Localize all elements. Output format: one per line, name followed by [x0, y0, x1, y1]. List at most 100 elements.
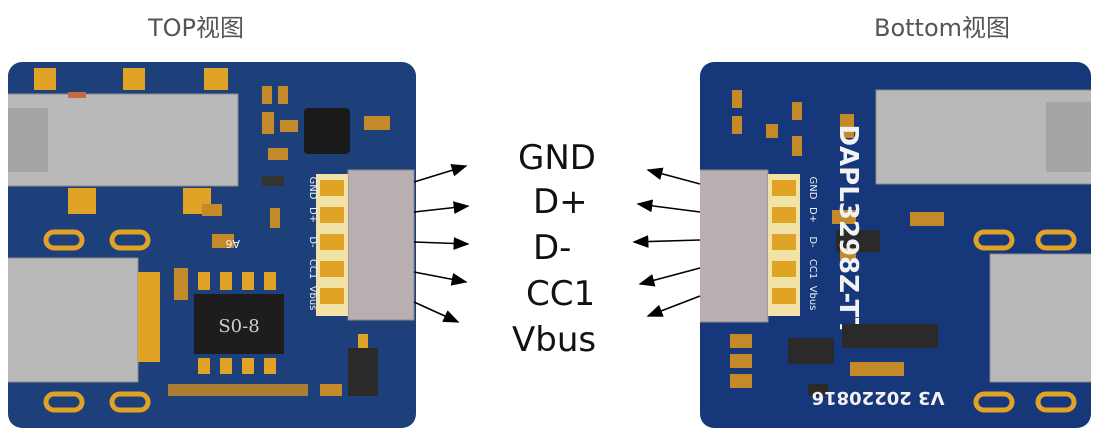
sot-part	[788, 338, 834, 364]
oval-pad	[1035, 229, 1077, 251]
arrow-cc1-left	[413, 271, 468, 286]
pin-dminus	[320, 234, 344, 250]
pin-label-dminus: D-	[533, 228, 572, 268]
pin-label-vbus: Vbus	[512, 320, 597, 360]
smd-part	[202, 204, 222, 216]
arrow-gnd-right	[646, 167, 701, 185]
pad	[123, 68, 145, 90]
smd-part	[808, 384, 828, 396]
top-view-board: GND D+ D- CC1 Vbus A6 S0-8	[8, 62, 416, 428]
arrow-dminus-right	[632, 235, 701, 248]
pin-dplus	[320, 207, 344, 223]
pin-vbus	[772, 288, 796, 304]
pad	[34, 68, 56, 90]
smd-part	[730, 354, 752, 368]
silk-pin-label: D-	[807, 236, 818, 248]
connector-shell	[1046, 102, 1091, 172]
pin-label-cc1: CC1	[526, 274, 596, 314]
pin-gnd	[772, 180, 796, 196]
so8-chip	[194, 294, 284, 354]
oval-pad	[973, 229, 1015, 251]
arrow-dminus-left	[413, 237, 470, 250]
connector-tab	[68, 92, 86, 98]
silk-label: A6	[225, 237, 240, 250]
pin-dminus	[772, 234, 796, 250]
top-view-title: TOP视图	[148, 14, 245, 42]
smd-part	[278, 86, 288, 104]
smd-part	[262, 176, 284, 186]
pin-dplus	[772, 207, 796, 223]
smd-part	[792, 102, 802, 120]
smd-part	[320, 384, 342, 396]
pin-label-gnd: GND	[518, 138, 596, 178]
oval-pad	[973, 391, 1015, 413]
arrow-gnd-left	[413, 164, 468, 183]
silk-pin-label: D+	[807, 207, 818, 223]
connector-contacts	[138, 272, 160, 362]
smd-part	[212, 234, 234, 248]
version-label: V3 20220816	[812, 387, 945, 408]
smd-part	[732, 90, 742, 108]
smd-part	[792, 136, 802, 156]
chip-lead	[358, 334, 368, 348]
sot-regulator	[348, 348, 378, 396]
silk-pin-label: CC1	[307, 259, 318, 279]
chip-lead	[264, 358, 276, 374]
arrow-dplus-left	[413, 201, 470, 214]
silk-pin-label: CC1	[807, 259, 818, 279]
smd-part	[280, 120, 298, 132]
part-number: DAPL3298Z-TT	[833, 124, 863, 335]
usb-c-connector	[8, 257, 139, 383]
smd-part	[174, 268, 188, 300]
smd-part	[270, 208, 280, 228]
smd-part	[730, 334, 752, 348]
usb-c-plug	[347, 169, 415, 321]
diode	[836, 230, 880, 252]
silk-pin-label: Vbus	[307, 286, 318, 311]
arrow-vbus-right	[646, 295, 701, 317]
resistor-row	[168, 384, 308, 396]
smd-part	[364, 116, 390, 130]
arrow-cc1-right	[638, 267, 701, 287]
smd-part	[730, 374, 752, 388]
pad	[68, 188, 96, 214]
silk-pin-label: GND	[307, 177, 318, 200]
chip-lead	[198, 358, 210, 374]
smd-part	[832, 210, 856, 224]
chip-lead	[242, 272, 254, 290]
chip-label: S0-8	[218, 316, 259, 337]
smd-part	[910, 212, 944, 226]
pin-cc1	[320, 261, 344, 277]
chip-lead	[242, 358, 254, 374]
arrow-vbus-left	[413, 301, 460, 323]
connector-shell	[8, 108, 48, 172]
oval-pad	[1035, 391, 1077, 413]
chip-lead	[264, 272, 276, 290]
pin-label-dplus: D+	[533, 182, 588, 222]
smd-part	[850, 362, 904, 376]
bottom-view-title: Bottom视图	[874, 14, 1011, 42]
qfn-chip	[304, 108, 350, 154]
usb-c-connector	[989, 253, 1091, 383]
smd-part	[732, 116, 742, 134]
chip-lead	[220, 358, 232, 374]
silk-pin-label: D+	[307, 207, 318, 223]
oval-pad	[109, 229, 151, 251]
oval-pad	[43, 391, 85, 413]
pad	[204, 68, 228, 90]
pin-gnd	[320, 180, 344, 196]
sot-part	[842, 324, 890, 348]
smd-part	[840, 114, 854, 138]
oval-pad	[43, 229, 85, 251]
silk-pin-label: D-	[307, 236, 318, 248]
pin-vbus	[320, 288, 344, 304]
silk-pin-label: GND	[807, 177, 818, 200]
silk-pin-label: Vbus	[807, 286, 818, 311]
oval-pad	[109, 391, 151, 413]
smd-part	[268, 148, 288, 160]
bottom-view-board: GND D+ D- CC1 Vbus DAPL3298Z-TT V3 20220…	[700, 62, 1091, 428]
chip-lead	[220, 272, 232, 290]
smd-part	[262, 112, 274, 134]
smd-part	[262, 86, 272, 104]
